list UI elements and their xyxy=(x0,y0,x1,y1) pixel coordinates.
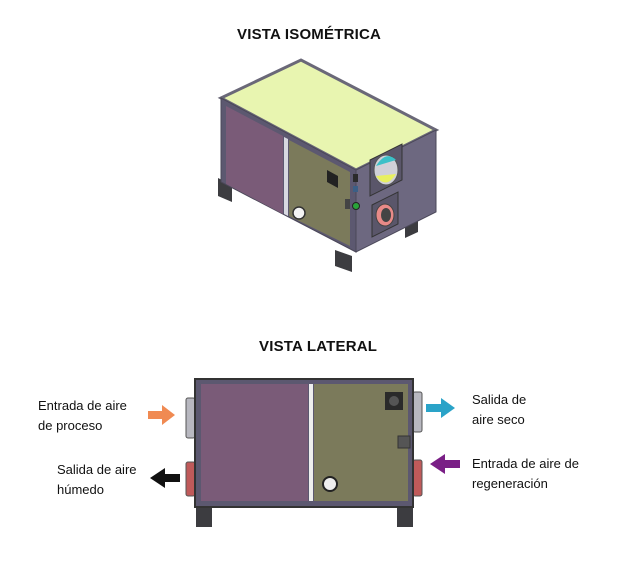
label-dry-out: Salida de aire seco xyxy=(472,392,527,427)
label-process-in: Entrada de aire de proceso xyxy=(38,398,127,433)
lateral-view-title: VISTA LATERAL xyxy=(259,338,378,355)
right-foot xyxy=(397,506,413,527)
round-port xyxy=(322,476,338,492)
label-humid-out: Salida de aire húmedo xyxy=(57,462,137,497)
olive-door xyxy=(289,140,350,246)
purple-door xyxy=(226,106,283,214)
isometric-view-title: VISTA ISOMÉTRICA xyxy=(237,26,382,43)
arrow-regen-in xyxy=(430,454,460,474)
label-regen-in: Entrada de aire de regeneración xyxy=(472,456,579,491)
arrow-dry-out xyxy=(426,398,455,418)
round-port xyxy=(292,206,306,220)
purple-panel xyxy=(201,384,308,501)
left-foot xyxy=(196,506,212,527)
arrow-process-in xyxy=(148,405,175,425)
arrow-humid-out xyxy=(150,468,180,488)
vent-square xyxy=(327,170,338,188)
